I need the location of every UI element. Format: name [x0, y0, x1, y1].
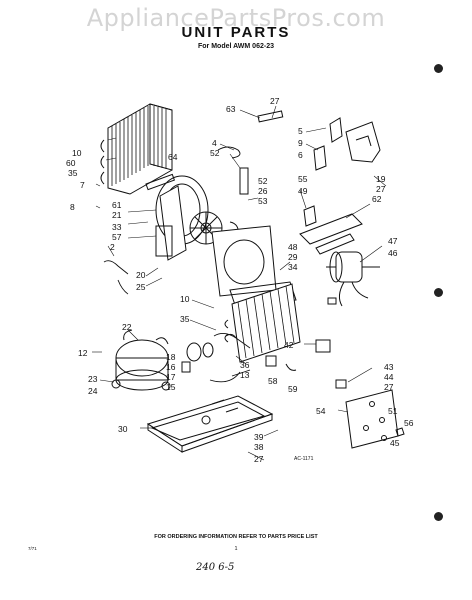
fan-motor [326, 252, 380, 306]
callout: 63 [226, 104, 236, 114]
binder-hole-bottom [434, 512, 443, 521]
model-line: For Model AWM 062-23 [198, 43, 274, 50]
callout: 29 [288, 252, 298, 262]
callout: 43 [384, 362, 394, 372]
callout: 52 [210, 148, 220, 158]
callout: 30 [118, 424, 128, 434]
handwritten-note: 240 6-5 [196, 562, 235, 573]
callout: 22 [122, 322, 132, 332]
callout: 34 [288, 262, 298, 272]
callout: 61 [112, 200, 122, 210]
callout: 33 [112, 222, 122, 232]
callout: 54 [316, 406, 326, 416]
callout: 12 [78, 348, 88, 358]
electrical-components [182, 334, 346, 388]
callout: 17 [166, 372, 176, 382]
callout: 27 [376, 184, 386, 194]
callout: 38 [254, 442, 264, 452]
callout: 39 [254, 432, 264, 442]
callout: 60 [66, 158, 76, 168]
callout: 45 [390, 438, 400, 448]
binder-hole-middle [434, 288, 443, 297]
callout: 21 [112, 210, 122, 220]
compressor [112, 330, 170, 390]
part-callouts: 63 27 5 9 6 4 52 64 10 60 35 7 8 61 21 3… [66, 96, 414, 464]
callout: 10 [72, 148, 82, 158]
callout: 51 [388, 406, 398, 416]
mounting-brackets [218, 111, 380, 254]
callout: 55 [298, 174, 308, 184]
callout: 57 [112, 232, 122, 242]
callout: 27 [254, 454, 264, 464]
callout: 49 [298, 186, 308, 196]
callout: 13 [240, 370, 250, 380]
callout: 48 [288, 242, 298, 252]
callout: 62 [372, 194, 382, 204]
diagram-reference: AC-1171 [294, 456, 314, 462]
callout: 16 [166, 362, 176, 372]
callout: 9 [298, 138, 303, 148]
callout: 64 [168, 152, 178, 162]
callout: 10 [180, 294, 190, 304]
leader-lines [92, 106, 386, 460]
callout: 19 [376, 174, 386, 184]
callout: 44 [384, 372, 394, 382]
callout: 58 [268, 376, 278, 386]
callout: 25 [136, 282, 146, 292]
callout: 23 [88, 374, 98, 384]
callout: 47 [388, 236, 398, 246]
callout: 15 [166, 382, 176, 392]
callout: 26 [258, 186, 268, 196]
callout: 4 [212, 138, 217, 148]
callout: 27 [270, 96, 280, 106]
callout: 42 [284, 340, 294, 350]
refrigerant-tubing [104, 261, 250, 382]
callout: 46 [388, 248, 398, 258]
date-code: 7/71 [28, 546, 37, 551]
callout: 18 [166, 352, 176, 362]
condenser-coil [101, 104, 174, 194]
callout: 6 [298, 150, 303, 160]
callout: 35 [68, 168, 78, 178]
page-title: UNIT PARTS [181, 24, 291, 41]
callout: 2 [110, 242, 115, 252]
base-pan [148, 396, 272, 452]
callout: 8 [70, 202, 75, 212]
callout: 53 [258, 196, 268, 206]
callout: 52 [258, 176, 268, 186]
callout: 27 [384, 382, 394, 392]
callout: 35 [180, 314, 190, 324]
evaporator-coil [225, 284, 300, 362]
fan-shroud [156, 176, 208, 260]
callout: 7 [80, 180, 85, 190]
control-panel [346, 390, 404, 448]
callout: 36 [240, 360, 250, 370]
callout: 56 [404, 418, 414, 428]
callout: 5 [298, 126, 303, 136]
ordering-note: FOR ORDERING INFORMATION REFER TO PARTS … [154, 534, 318, 540]
binder-hole-top [434, 64, 443, 73]
callout: 59 [288, 384, 298, 394]
page-number: 1 [234, 546, 238, 552]
callout: 24 [88, 386, 98, 396]
watermark: AppliancePartsPros.com [86, 4, 386, 32]
callout: 20 [136, 270, 146, 280]
